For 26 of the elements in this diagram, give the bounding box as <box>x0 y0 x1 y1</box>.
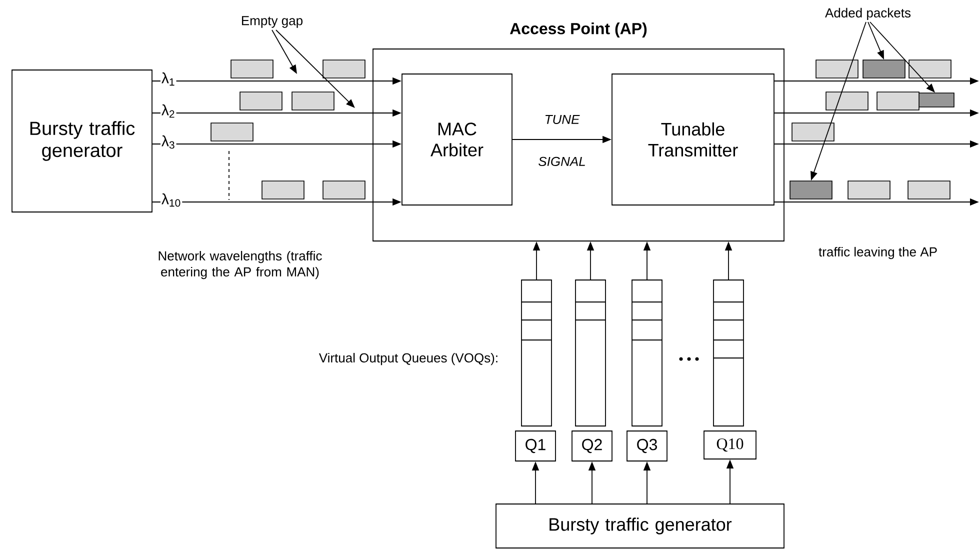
edge-label: λ$_{10}$ <box>160 192 182 208</box>
leader-line <box>276 30 355 108</box>
packet <box>862 60 906 78</box>
edge-label: TUNE SIGNAL <box>538 114 585 166</box>
process-box: Tunable Transmitter <box>612 74 774 206</box>
queue-buffer <box>713 280 744 426</box>
process-box: Bursty traffic generator <box>12 70 152 212</box>
packet <box>790 180 832 200</box>
note-text: traffic leaving the AP <box>818 246 937 260</box>
note-text: Network wavelengths (traffic entering the AP from MAN) <box>158 250 322 280</box>
queue-label-box: Q10 <box>704 430 756 460</box>
callout-text: Added packets <box>825 8 911 20</box>
edge-label: λ$_{2}$ <box>160 103 176 119</box>
note-text: Virtual Output Queues (VOQs): <box>318 352 498 366</box>
queue-label-box: Q2 <box>572 430 612 462</box>
queue-label-box: Q1 <box>515 430 556 462</box>
edge-label: λ$_{1}$ <box>160 71 176 87</box>
node-label: Access Point (AP) <box>510 22 647 38</box>
callout-text: Empty gap <box>242 16 302 28</box>
queue-buffer <box>521 280 552 426</box>
queue-buffer <box>575 280 606 426</box>
process-box: Bursty traffic generator <box>496 504 784 548</box>
edge-label: λ$_{3}$ <box>160 134 176 150</box>
process-box: MAC Arbiter <box>402 74 512 206</box>
queue-buffer <box>632 280 662 426</box>
queue-label-box: Q3 <box>626 430 668 462</box>
